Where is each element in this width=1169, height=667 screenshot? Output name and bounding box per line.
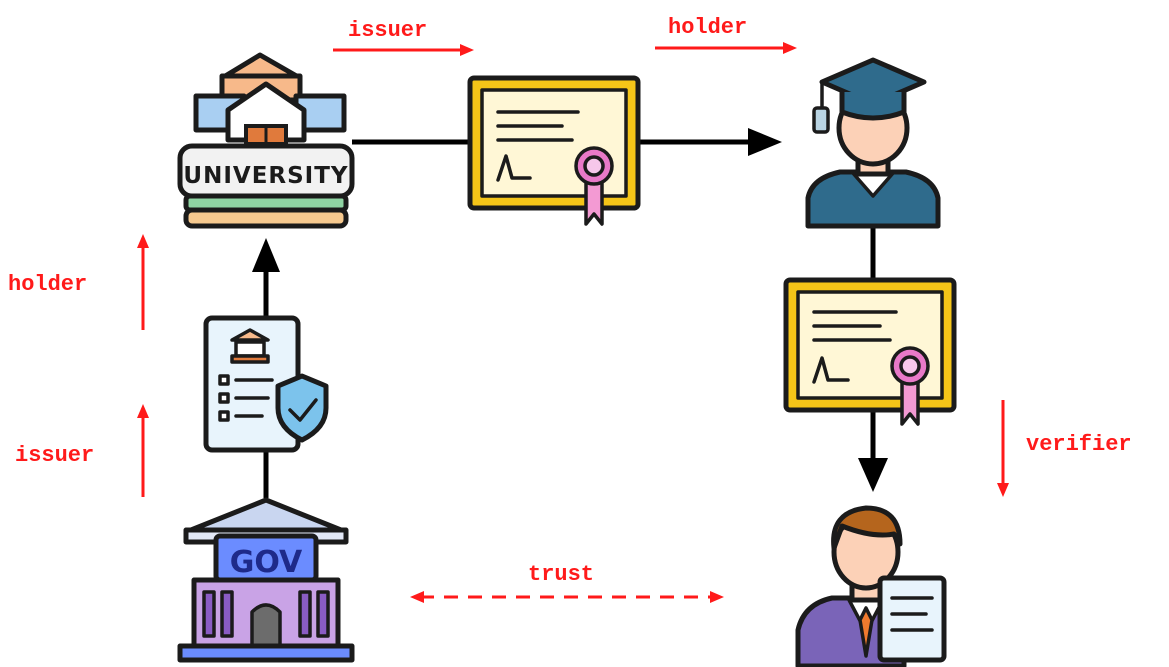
certificate-icon-right xyxy=(783,277,957,426)
university-icon: UNIVERSITY xyxy=(177,52,355,229)
left-holder-label: holder xyxy=(8,272,87,297)
gov-text: GOV xyxy=(230,545,303,580)
flow-arrowhead-verifier xyxy=(858,458,888,492)
government-building-icon: GOV xyxy=(177,497,355,663)
trust-label: trust xyxy=(528,562,594,587)
verifier-person-icon xyxy=(795,505,947,667)
certificate-icon-top xyxy=(467,75,641,226)
left-issuer-label: issuer xyxy=(15,443,94,468)
flow-arrowhead-university xyxy=(252,238,280,272)
right-verifier-label: verifier xyxy=(1026,432,1132,457)
id-document-icon xyxy=(203,315,329,453)
top-holder-label: holder xyxy=(668,15,747,40)
flow-arrowhead-graduate xyxy=(748,128,782,156)
university-text: UNIVERSITY xyxy=(183,163,348,189)
graduate-icon xyxy=(805,57,941,229)
top-issuer-label: issuer xyxy=(348,18,427,43)
